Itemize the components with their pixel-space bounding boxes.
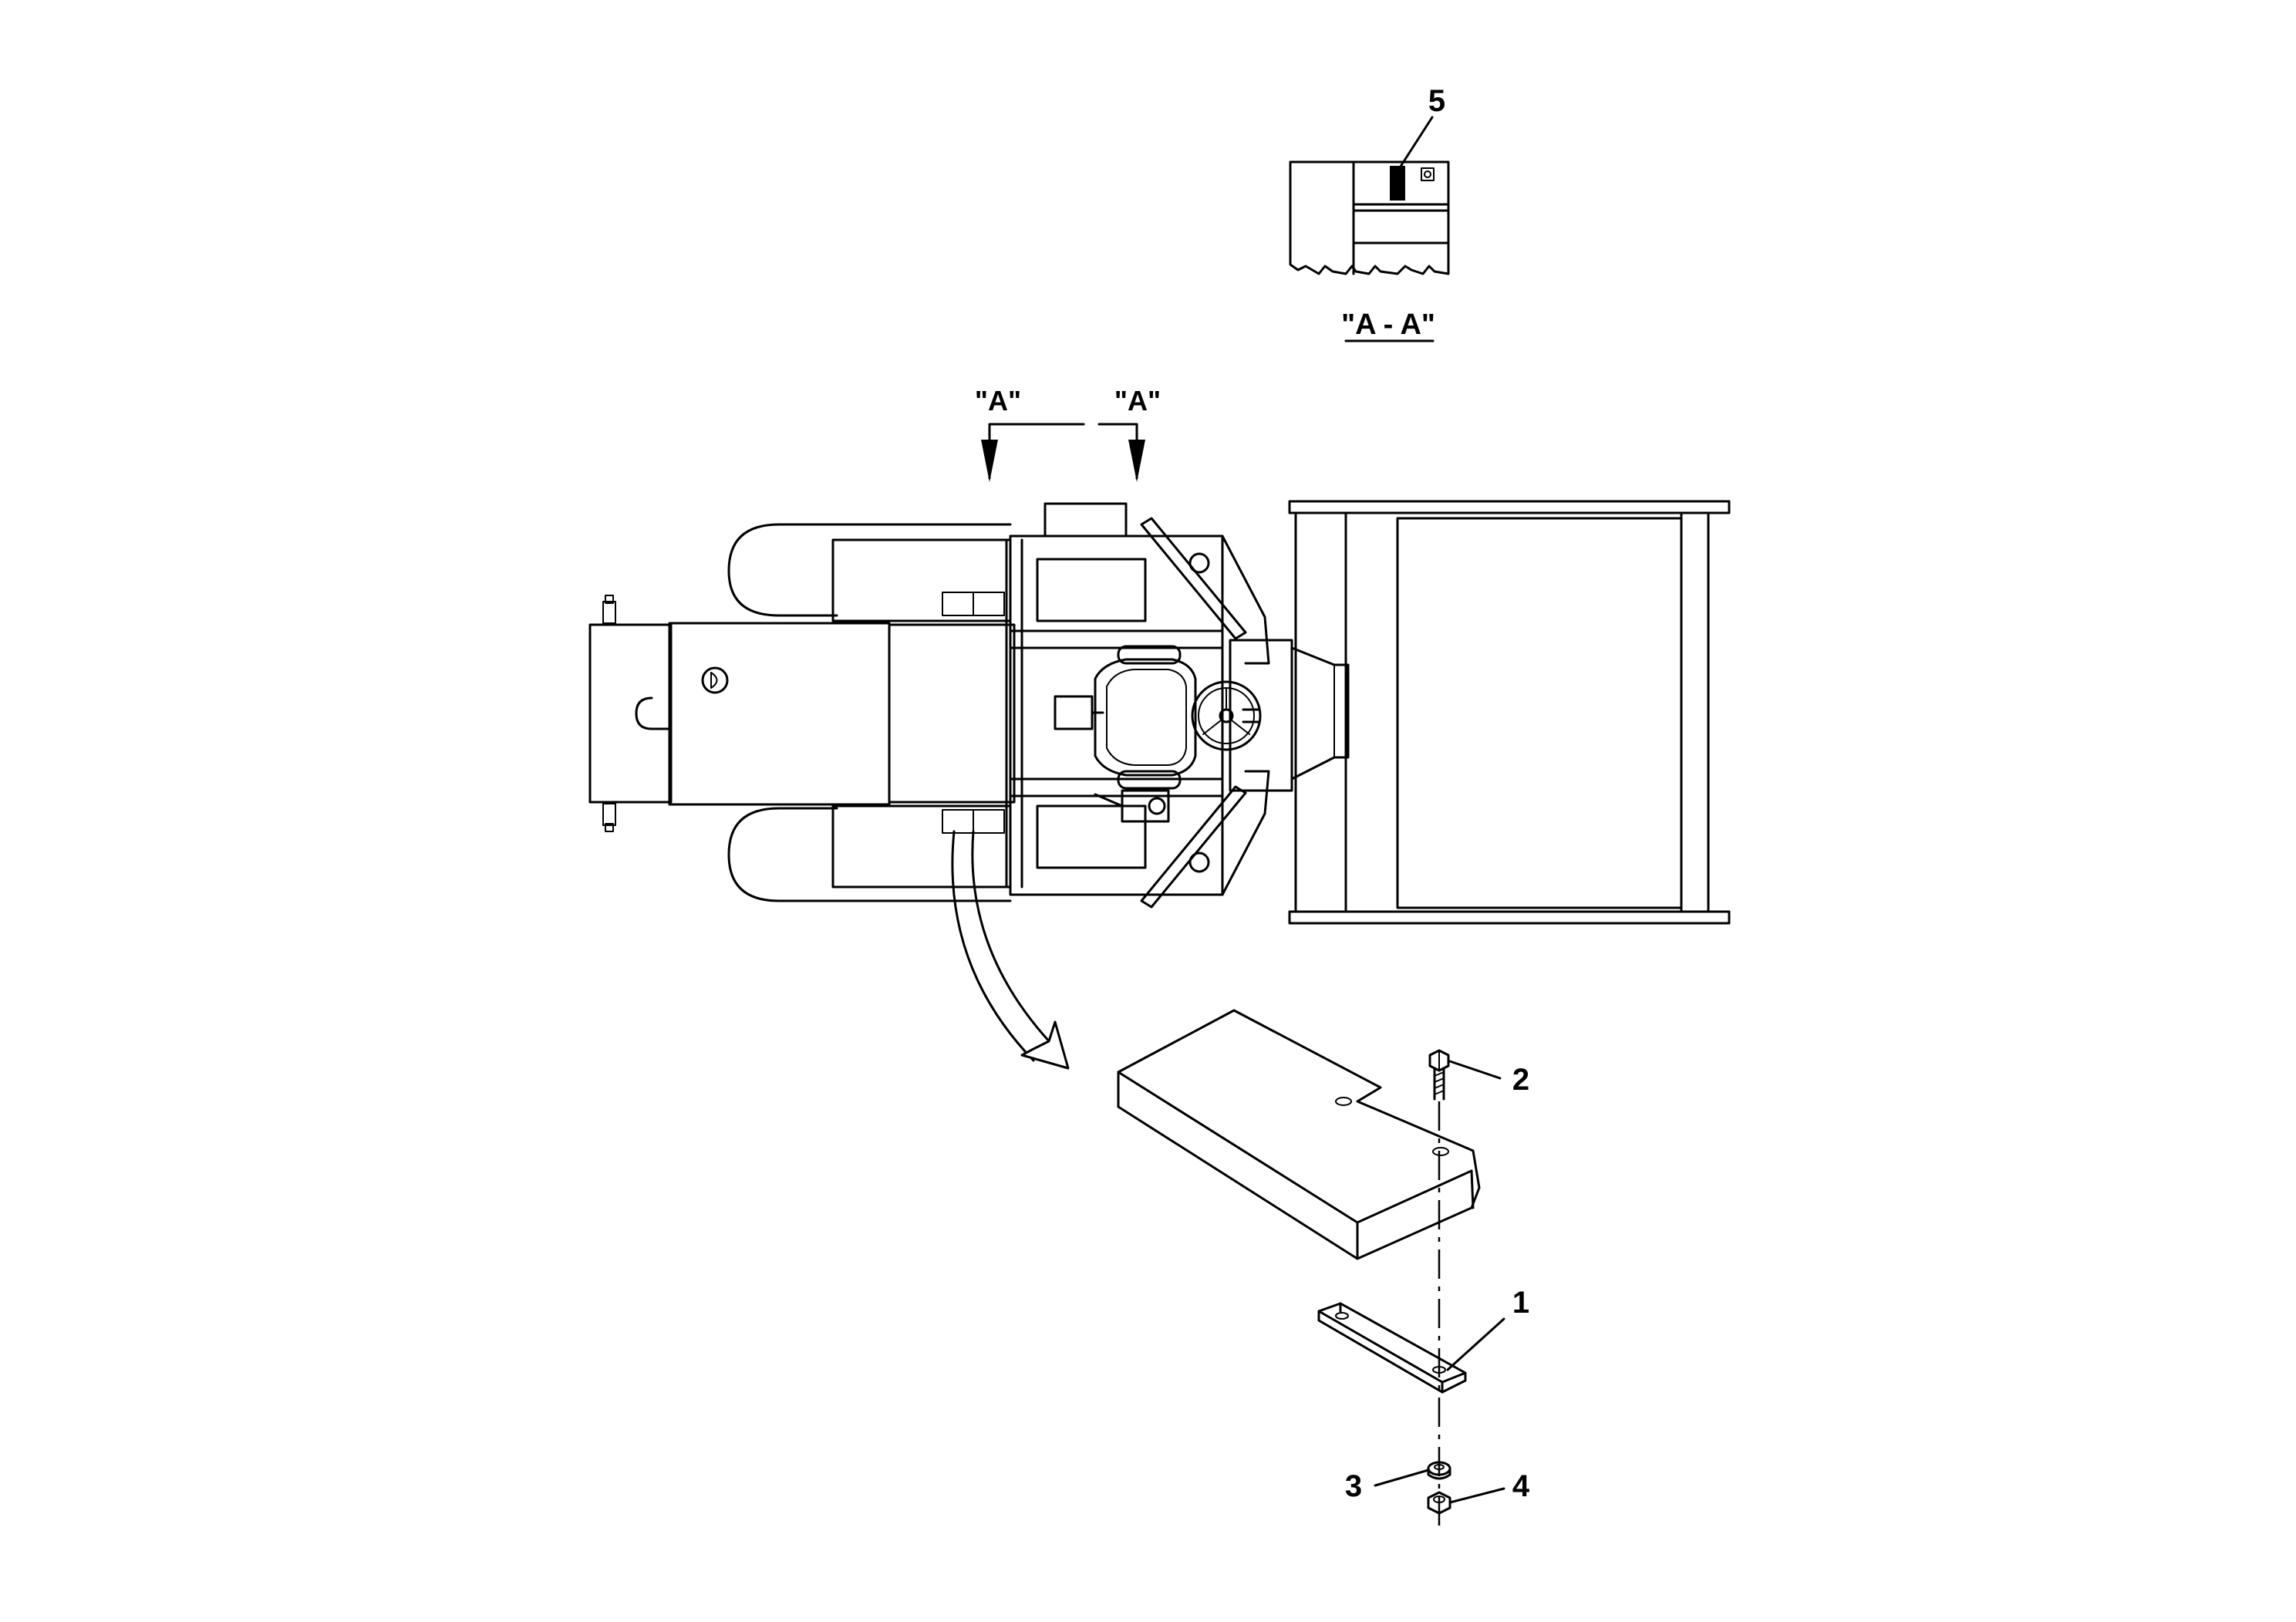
washer (1427, 1461, 1451, 1480)
section-arrow-left-icon (981, 440, 998, 482)
step-plate (1117, 1009, 1481, 1260)
bolt (1428, 1049, 1450, 1101)
decal-marker (1390, 166, 1405, 201)
section-marker-right-label: "A" (1114, 385, 1161, 416)
reinforcing-plate (1317, 1302, 1467, 1394)
exploded-parts: 2 1 3 4 (1117, 1009, 1530, 1527)
section-arrow-right-icon (1128, 440, 1145, 482)
callout-1: 1 (1512, 1286, 1529, 1320)
callout-3: 3 (1345, 1469, 1362, 1503)
callout-4: 4 (1512, 1469, 1530, 1503)
callout-2: 2 (1512, 1063, 1529, 1097)
section-marker-left-label: "A" (975, 385, 1021, 416)
callout-5: 5 (1428, 84, 1445, 118)
machine-top-view (588, 500, 1731, 925)
section-view-a-a: 5 "A - A" (1289, 84, 1450, 342)
detail-arrow (951, 830, 1070, 1070)
nut (1427, 1491, 1451, 1515)
section-markers: "A" "A" (975, 385, 1161, 482)
section-view-title: "A - A" (1341, 309, 1435, 341)
